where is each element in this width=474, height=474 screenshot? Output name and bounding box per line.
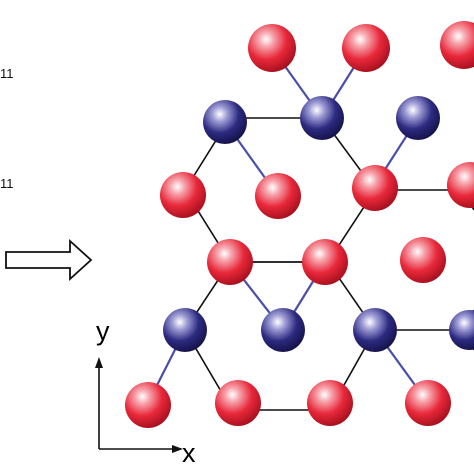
blue-atom: [300, 96, 344, 140]
right-arrow-icon: [5, 238, 93, 282]
red-atom: [255, 173, 301, 219]
axes: y x: [95, 316, 196, 468]
red-atom: [352, 165, 398, 211]
blue-atom: [353, 308, 397, 352]
red-atom: [302, 239, 348, 285]
blue-atom: [261, 308, 305, 352]
red-atom: [248, 24, 296, 72]
red-atom: [342, 24, 390, 72]
red-atom: [160, 172, 206, 218]
label-subscript-mid: 11: [0, 176, 14, 191]
red-atom: [207, 239, 253, 285]
red-atom: [215, 380, 261, 426]
blue-atom: [163, 308, 207, 352]
blue-atom: [203, 100, 247, 144]
red-atom: [125, 382, 171, 428]
blue-atom: [449, 310, 474, 350]
red-atom: [440, 21, 474, 69]
axis-label-y: y: [96, 316, 110, 346]
atoms: [125, 21, 474, 428]
red-atom: [400, 237, 446, 283]
axis-label-x: x: [182, 438, 196, 468]
red-atom: [447, 162, 474, 208]
red-atom: [307, 380, 353, 426]
label-subscript-top: 11: [0, 66, 14, 81]
blue-atom: [396, 96, 440, 140]
red-atom: [405, 380, 451, 426]
